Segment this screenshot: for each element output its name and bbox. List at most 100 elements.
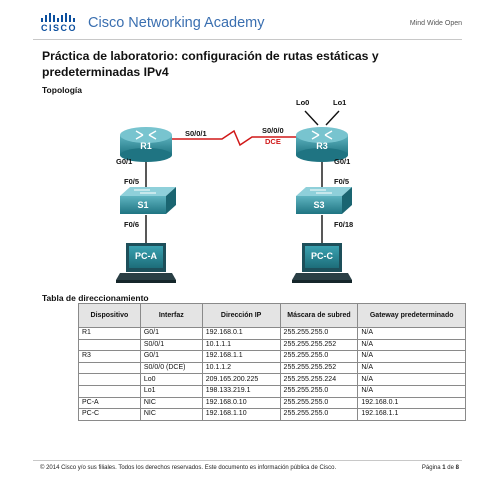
column-header-device: Dispositivo: [78, 303, 141, 328]
cell-ip: 192.168.1.1: [201, 350, 281, 363]
link-lo0: [304, 110, 319, 126]
topology-graphics: [116, 110, 352, 283]
cell-gateway: N/A: [357, 361, 466, 375]
label-dce: DCE: [265, 137, 281, 146]
label-s3-f05: F0/5: [334, 177, 350, 186]
cell-mask: 255.255.255.252: [279, 361, 359, 375]
table-row: S0/0/0 (DCE) 10.1.1.2 255.255.255.252 N/…: [78, 361, 466, 375]
footer-page-number: Página 1 de 8: [422, 465, 459, 471]
label-lo1: Lo1: [333, 98, 347, 107]
addressing-table: Dispositivo Interfaz Dirección IP Máscar…: [78, 303, 466, 421]
topology-heading: Topología: [42, 85, 82, 95]
cell-ip: 192.168.0.1: [201, 327, 281, 340]
page-title: Práctica de laboratorio: configuración d…: [42, 49, 379, 79]
table-row: R1 G0/1 192.168.0.1 255.255.255.0 N/A: [78, 327, 466, 340]
switch-s3-icon: [296, 187, 352, 214]
cell-mask: 255.255.255.224: [279, 373, 359, 386]
cell-device: [78, 361, 141, 375]
table-header-row: Dispositivo Interfaz Dirección IP Máscar…: [78, 303, 466, 328]
cell-ip: 209.165.200.225: [201, 373, 281, 386]
label-r1-s001: S0/0/1: [185, 129, 207, 138]
footer-divider: [33, 460, 462, 461]
router-r3-icon: [296, 127, 348, 162]
label-lo0: Lo0: [296, 98, 310, 107]
switch-s1-icon: [120, 187, 176, 214]
pc-a-icon: [116, 243, 176, 283]
cell-mask: 255.255.255.252: [279, 338, 359, 352]
page-current: 1: [442, 465, 446, 471]
page-label: Página: [421, 465, 441, 471]
cisco-logo: CISCO: [40, 13, 76, 35]
tagline: Mind Wide Open: [409, 20, 462, 27]
cell-gateway: N/A: [357, 338, 466, 352]
cell-mask: 255.255.255.0: [279, 396, 359, 410]
column-header-mask: Máscara de subred: [279, 303, 359, 328]
cell-device: R1: [78, 327, 141, 340]
device-s1-label: S1: [137, 200, 149, 210]
cell-interface: NIC: [139, 408, 203, 421]
table-row: S0/0/1 10.1.1.1 255.255.255.252 N/A: [78, 338, 466, 352]
label-s3-f018: F0/18: [334, 220, 354, 229]
column-header-gateway: Gateway predeterminado: [357, 303, 466, 328]
cell-interface: G0/1: [139, 327, 203, 340]
cell-device: R3: [78, 350, 141, 363]
cisco-bars-icon: [41, 13, 75, 22]
column-header-ip: Dirección IP: [201, 303, 281, 328]
cell-device: PC-A: [78, 396, 141, 410]
addressing-table-heading: Tabla de direccionamiento: [42, 293, 149, 303]
label-r3-s000: S0/0/0: [262, 126, 284, 135]
header-divider: [33, 39, 462, 40]
page-header: CISCO Cisco Networking Academy Mind Wide…: [0, 0, 495, 40]
table-row: Lo1 198.133.219.1 255.255.255.0 N/A: [78, 384, 466, 398]
cell-gateway: 192.168.0.1: [357, 396, 466, 410]
footer-copyright: © 2014 Cisco y/o sus filiales. Todos los…: [40, 465, 337, 471]
cell-ip: 10.1.1.1: [201, 338, 281, 352]
link-lo1: [325, 110, 340, 126]
cell-interface: G0/1: [139, 350, 203, 363]
device-pcc-label: PC-C: [311, 251, 333, 261]
cell-interface: Lo1: [139, 384, 203, 398]
pc-c-icon: [292, 243, 352, 283]
cell-ip: 192.168.0.10: [201, 396, 281, 410]
topology-diagram: R1 R3 S1 S3 PC-A PC-C S0/0/1 S0/0/0 DCE …: [0, 95, 495, 290]
table-row: PC-A NIC 192.168.0.10 255.255.255.0 192.…: [78, 396, 466, 410]
cell-device: PC-C: [78, 408, 141, 421]
device-r1-label: R1: [140, 141, 152, 151]
device-r3-label: R3: [316, 141, 328, 151]
cell-ip: 10.1.1.2: [201, 361, 281, 375]
cell-gateway: N/A: [357, 327, 466, 340]
label-s1-f05: F0/5: [124, 177, 140, 186]
device-pca-label: PC-A: [135, 251, 157, 261]
cell-mask: 255.255.255.0: [279, 327, 359, 340]
cell-device: [78, 373, 141, 386]
cell-device: [78, 338, 141, 352]
router-r1-icon: [120, 127, 172, 162]
table-row: R3 G0/1 192.168.1.1 255.255.255.0 N/A: [78, 350, 466, 363]
cell-interface: Lo0: [139, 373, 203, 386]
label-r3-g01: G0/1: [334, 157, 351, 166]
cell-mask: 255.255.255.0: [279, 384, 359, 398]
cell-gateway: 192.168.1.1: [357, 408, 466, 421]
cell-ip: 198.133.219.1: [201, 384, 281, 398]
cell-interface: S0/0/0 (DCE): [139, 361, 203, 375]
page-sep: de: [447, 465, 454, 471]
cell-ip: 192.168.1.10: [201, 408, 281, 421]
table-row: PC-C NIC 192.168.1.10 255.255.255.0 192.…: [78, 408, 466, 421]
cell-gateway: N/A: [357, 350, 466, 363]
label-s1-f06: F0/6: [124, 220, 140, 229]
device-s3-label: S3: [313, 200, 325, 210]
column-header-interface: Interfaz: [139, 303, 203, 328]
page-total: 8: [455, 465, 459, 471]
cell-mask: 255.255.255.0: [279, 408, 359, 421]
academy-title: Cisco Networking Academy: [88, 15, 265, 31]
cell-mask: 255.255.255.0: [279, 350, 359, 363]
cell-gateway: N/A: [357, 384, 466, 398]
cisco-wordmark: CISCO: [41, 23, 78, 33]
label-r1-g01: G0/1: [116, 157, 133, 166]
table-row: Lo0 209.165.200.225 255.255.255.224 N/A: [78, 373, 466, 386]
cell-interface: S0/0/1: [139, 338, 203, 352]
cell-interface: NIC: [139, 396, 203, 410]
cell-device: [78, 384, 141, 398]
cell-gateway: N/A: [357, 373, 466, 386]
serial-link: [172, 129, 298, 147]
